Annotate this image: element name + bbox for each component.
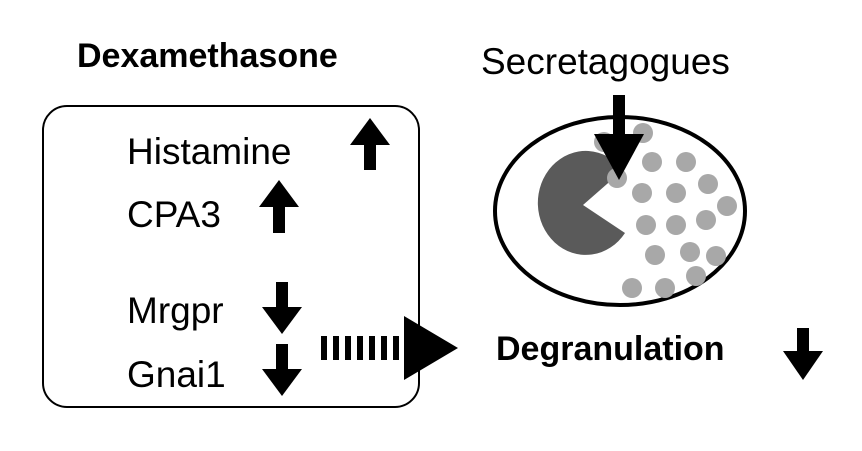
granule (706, 246, 726, 266)
gnai1-down-arrow (262, 344, 302, 396)
granule (655, 278, 675, 298)
granule (698, 174, 718, 194)
granule (645, 245, 665, 265)
granule (636, 215, 656, 235)
mrgpr-down-arrow (262, 282, 302, 334)
nucleus-shape (537, 150, 625, 255)
granule (642, 152, 662, 172)
left-title: Dexamethasone (77, 37, 338, 75)
marker-label-gnai1: Gnai1 (127, 354, 226, 395)
degranulation-down-arrow (783, 328, 823, 380)
granule (680, 242, 700, 262)
histamine-up-arrow (350, 118, 390, 170)
granule (666, 215, 686, 235)
granule (676, 152, 696, 172)
marker-label-histamine: Histamine (127, 131, 292, 172)
dashed-effect-arrow (321, 316, 458, 380)
marker-label-cpa3: CPA3 (127, 194, 221, 235)
granule (632, 183, 652, 203)
cpa3-up-arrow (259, 180, 299, 233)
result-label: Degranulation (496, 330, 725, 368)
granule (666, 183, 686, 203)
granule (717, 196, 737, 216)
secretagogues-label: Secretagogues (481, 41, 730, 82)
granule (696, 210, 716, 230)
secretagogues-arrow (594, 95, 644, 180)
marker-label-mrgpr: Mrgpr (127, 290, 224, 331)
dexamethasone-box (42, 105, 420, 408)
granule (622, 278, 642, 298)
granule (686, 266, 706, 286)
